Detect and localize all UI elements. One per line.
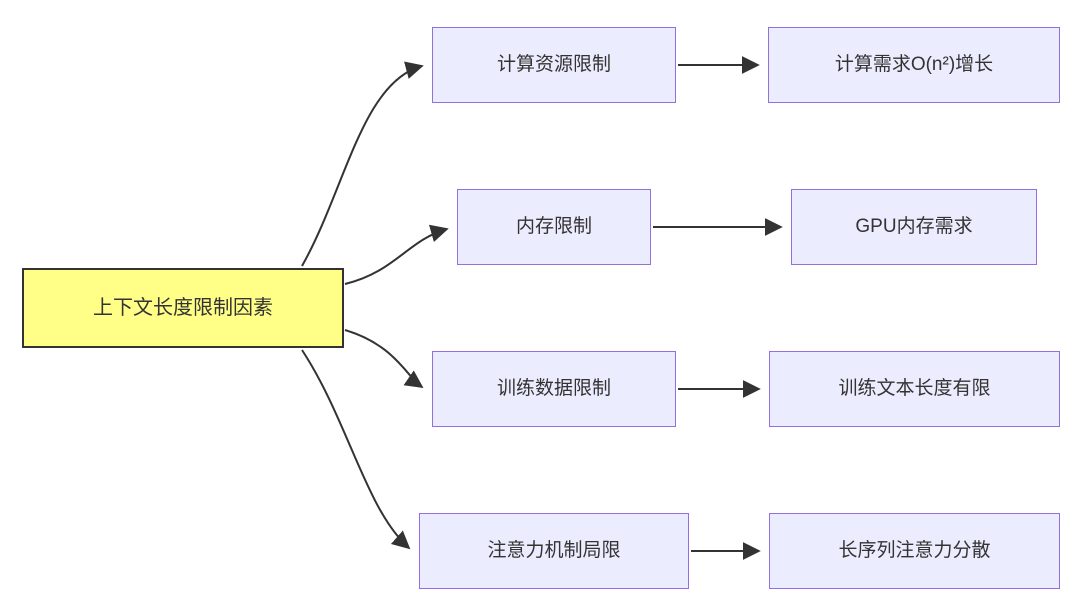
edge-root-to-attention (301, 349, 411, 550)
node-training-text-length-limited: 训练文本长度有限 (769, 351, 1060, 427)
node-attention-mechanism-limitation: 注意力机制局限 (419, 513, 689, 589)
edge-root-to-compute (301, 61, 424, 267)
node-training-data-limit: 训练数据限制 (432, 351, 676, 427)
node-compute-demand-growth: 计算需求O(n²)增长 (768, 27, 1060, 103)
node-long-sequence-attention-dispersion: 长序列注意力分散 (769, 513, 1060, 589)
root-node-context-length-factors: 上下文长度限制因素 (22, 268, 344, 348)
node-memory-limit: 内存限制 (457, 189, 651, 265)
node-compute-resource-limit: 计算资源限制 (432, 27, 676, 103)
node-gpu-memory-demand: GPU内存需求 (791, 189, 1037, 265)
edge-root-to-training (344, 329, 424, 389)
edge-root-to-memory (344, 224, 449, 285)
